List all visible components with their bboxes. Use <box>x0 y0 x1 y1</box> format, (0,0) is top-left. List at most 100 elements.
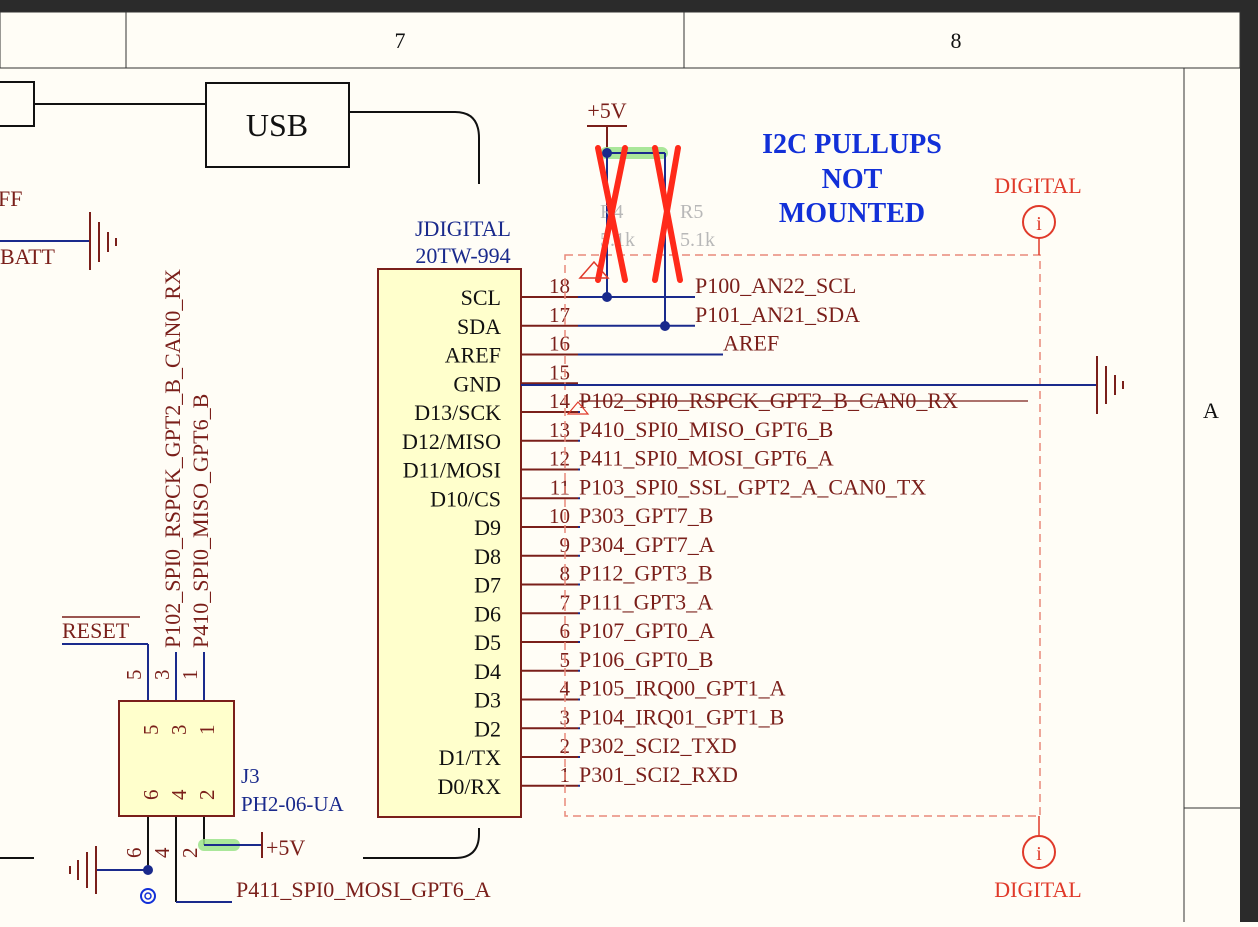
ff-net-label: FF <box>0 186 22 211</box>
jdigital-pin-number: 14 <box>549 389 571 413</box>
j3-pin-6-num: 6 <box>122 848 146 859</box>
jdigital-pin-row[interactable]: D10/CS 11 P103_SPI0_SSL_GPT2_A_CAN0_TX <box>430 474 926 511</box>
jdigital-net-label: P101_AN21_SDA <box>695 302 860 327</box>
warning-triangle-icon-small <box>566 401 590 415</box>
row-label-a: A <box>1203 398 1219 423</box>
left-partial-block <box>0 81 35 127</box>
j3-pin-3-num: 3 <box>150 670 174 681</box>
jdigital-pin-label: D7 <box>474 573 501 598</box>
info-icon-top-glyph: i <box>1036 213 1042 235</box>
j3-refdes: J3 <box>241 764 260 788</box>
j3-body-pin-6: 6 <box>139 790 163 801</box>
digital-label-bottom: DIGITAL <box>994 877 1081 902</box>
jdigital-net-label: P410_SPI0_MISO_GPT6_B <box>579 417 833 442</box>
zone-label-7: 7 <box>395 28 406 53</box>
jdigital-pin-number: 15 <box>549 360 570 384</box>
j3-body-pin-1: 1 <box>195 725 219 736</box>
j3-net-p102: P102_SPI0_RSPCK_GPT2_B_CAN0_RX <box>160 269 185 648</box>
jdigital-pin-label: D0/RX <box>437 774 501 799</box>
jdigital-net-label: P301_SCI2_RXD <box>579 762 738 787</box>
ground-symbol-j3 <box>69 846 97 894</box>
jdigital-pin-label: D5 <box>474 630 501 655</box>
jdigital-pin-number: 11 <box>550 475 570 499</box>
j3-body-pin-3: 3 <box>167 725 191 736</box>
jdigital-pin-label: SCL <box>461 285 501 310</box>
jdigital-net-label: P104_IRQ01_GPT1_B <box>579 704 784 729</box>
jdigital-refdes: JDIGITAL <box>415 216 511 241</box>
jdigital-pin-label: D12/MISO <box>402 429 501 454</box>
jdigital-pin-number: 18 <box>549 274 570 298</box>
i2c-note-line-2: NOT <box>822 164 883 195</box>
jdigital-pin-number: 3 <box>560 705 571 729</box>
jdigital-net-label: P100_AN22_SCL <box>695 273 856 298</box>
j3-pin-4-num: 4 <box>150 847 174 858</box>
jdigital-pin-number: 16 <box>549 332 570 356</box>
jdigital-net-label: P304_GPT7_A <box>579 532 715 557</box>
j3-body-pin-4: 4 <box>167 789 191 800</box>
jdigital-net-label: P111_GPT3_A <box>579 589 713 614</box>
j3-connector-body[interactable] <box>118 700 235 817</box>
no-connect-marker[interactable] <box>140 888 156 904</box>
jdigital-connector-body[interactable] <box>377 268 522 818</box>
jdigital-pin-row[interactable]: D11/MOSI 12 P411_SPI0_MOSI_GPT6_A <box>403 446 834 483</box>
info-icon-bottom-glyph: i <box>1036 843 1042 865</box>
jdigital-net-label: P107_GPT0_A <box>579 618 715 643</box>
jdigital-pin-label: D2 <box>474 716 501 741</box>
jdigital-net-label: P103_SPI0_SSL_GPT2_A_CAN0_TX <box>579 474 926 499</box>
window-top-bar <box>0 0 1258 12</box>
jdigital-pin-label: GND <box>453 371 501 396</box>
r5-value: 5.1k <box>680 229 715 251</box>
jdigital-pin-label: D6 <box>474 601 501 626</box>
usb-label: USB <box>246 107 308 143</box>
jdigital-pin-row[interactable]: GND 15 <box>453 360 578 396</box>
frame-zone-row <box>0 11 1241 69</box>
j3-body-pin-5: 5 <box>139 725 163 736</box>
r4-not-mounted-cross-icon[interactable] <box>595 145 628 283</box>
jdigital-pin-row[interactable]: D6 7 P111_GPT3_A <box>474 589 713 626</box>
jdigital-pin-number: 17 <box>549 303 570 327</box>
jdigital-pin-label: D11/MOSI <box>403 458 501 483</box>
j3-body-pin-2: 2 <box>195 790 219 801</box>
jdigital-pin-label: D3 <box>474 688 501 713</box>
jdigital-pin-row[interactable]: SCL 18 P100_AN22_SCL <box>461 273 857 310</box>
jdigital-pin-number: 12 <box>549 447 570 471</box>
j3-pin-1-num: 1 <box>178 670 202 681</box>
jdigital-pin-label: D13/SCK <box>414 400 501 425</box>
jdigital-pin-label: D9 <box>474 515 501 540</box>
jdigital-net-label: P112_GPT3_B <box>579 561 713 586</box>
info-icon-bottom[interactable] <box>1022 835 1056 869</box>
i2c-note-line-1: I2C PULLUPS <box>762 129 942 160</box>
jdigital-pin-number: 7 <box>560 590 571 614</box>
j3-pin-5-num: 5 <box>122 670 146 681</box>
jdigital-pin-row[interactable]: D2 3 P104_IRQ01_GPT1_B <box>474 704 784 741</box>
jdigital-pin-label: AREF <box>445 343 501 368</box>
j3-mosi-net-label: P411_SPI0_MOSI_GPT6_A <box>236 877 491 902</box>
jdigital-net-label: P106_GPT0_B <box>579 647 713 672</box>
r5-not-mounted-cross-icon[interactable] <box>652 145 683 283</box>
warning-triangle-icon <box>578 260 610 279</box>
reset-net-label: RESET <box>62 618 130 643</box>
jdigital-pin-label: D4 <box>474 659 501 684</box>
jdigital-net-label: P105_IRQ00_GPT1_A <box>579 676 786 701</box>
right-scroll-strip[interactable] <box>1240 0 1258 922</box>
usb-block <box>205 82 350 168</box>
jdigital-pin-number: 10 <box>549 504 570 528</box>
jdigital-net-label: P411_SPI0_MOSI_GPT6_A <box>579 446 834 471</box>
jdigital-pin-label: D10/CS <box>430 486 501 511</box>
jdigital-net-label: P302_SCI2_TXD <box>579 733 737 758</box>
jdigital-pin-label: D1/TX <box>439 745 501 770</box>
j3-pin-2-num: 2 <box>178 848 202 859</box>
jdigital-pin-label: D8 <box>474 544 501 569</box>
